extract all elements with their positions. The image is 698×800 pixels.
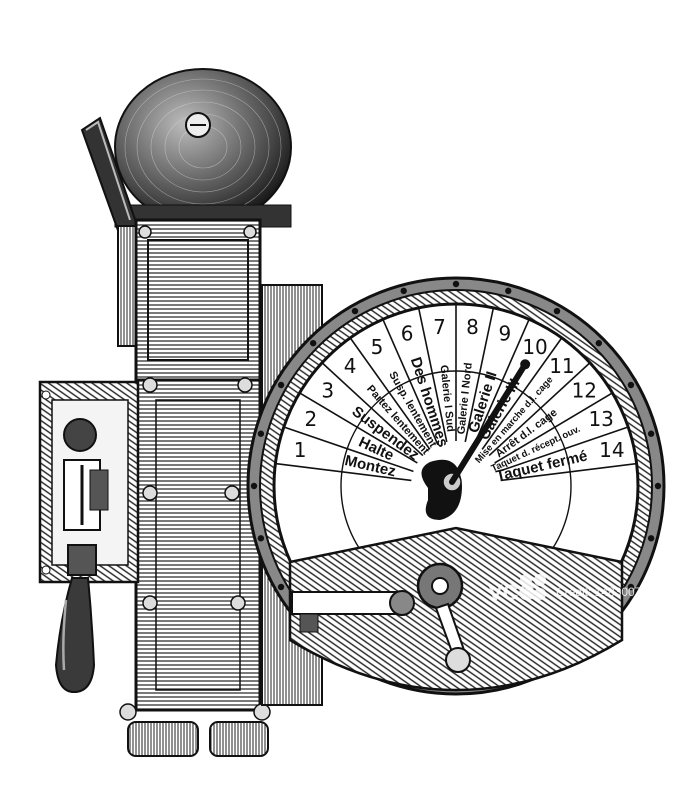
dial-number: 13 <box>588 407 613 431</box>
ring-screw-icon <box>351 307 359 315</box>
dial-number: 14 <box>599 438 624 462</box>
ring-screw-icon <box>452 280 460 288</box>
dial-divider <box>498 426 629 473</box>
dial-divider <box>481 337 563 450</box>
ring-screw-icon <box>627 583 635 591</box>
watermark: VCG Credit: 1483007145 <box>488 574 662 605</box>
ring-screw-icon <box>400 287 407 295</box>
dial-divider <box>275 462 412 482</box>
ring-screw-icon <box>627 381 635 389</box>
ring-screw-icon <box>553 307 561 315</box>
dial-divider <box>417 307 448 443</box>
dial-number: 4 <box>344 354 357 378</box>
watermark-credit: Credit: 1483007145 <box>556 585 662 599</box>
dial-number: 10 <box>522 335 547 359</box>
crank-handle <box>54 544 97 694</box>
ring-screw-icon <box>595 339 603 347</box>
dial-number: 11 <box>549 354 574 378</box>
pointer-tip <box>520 359 531 370</box>
ring-screw-icon <box>647 430 655 437</box>
side-switch-box <box>38 380 140 584</box>
dial-number: 3 <box>321 378 334 402</box>
dial-divider <box>494 392 613 464</box>
dial-divider <box>382 319 439 446</box>
dial-number: 2 <box>304 407 317 431</box>
telegraph-column <box>119 218 271 757</box>
dial-divider <box>349 337 431 450</box>
dial-divider <box>321 362 424 457</box>
dial-divider <box>500 462 637 482</box>
ring-screw-icon <box>654 482 662 490</box>
dial-number: 7 <box>433 315 446 339</box>
ring-screw-icon <box>647 535 655 542</box>
dial-divider <box>299 392 418 464</box>
dial-divider <box>283 426 414 473</box>
bell <box>114 68 292 228</box>
dial-number: 5 <box>371 335 384 359</box>
ring-screw-icon <box>309 339 317 347</box>
dial-divider <box>473 319 530 446</box>
dial-number: 9 <box>498 322 511 346</box>
dial-divider <box>464 307 495 443</box>
dial-divider <box>488 362 591 457</box>
dial-pointer <box>449 361 529 485</box>
ring-screw-icon <box>277 583 285 591</box>
ring-screw-icon <box>257 535 265 542</box>
ring-screw-icon <box>250 482 258 490</box>
ring-screw-icon <box>505 287 512 295</box>
dial-number: 1 <box>294 438 307 462</box>
dial-number: 12 <box>572 378 597 402</box>
dial-number: 8 <box>466 315 479 339</box>
ring-screw-icon <box>257 430 265 437</box>
ring-screw-icon <box>277 381 285 389</box>
watermark-logo-icon <box>520 574 546 600</box>
dial-number: 6 <box>401 322 414 346</box>
